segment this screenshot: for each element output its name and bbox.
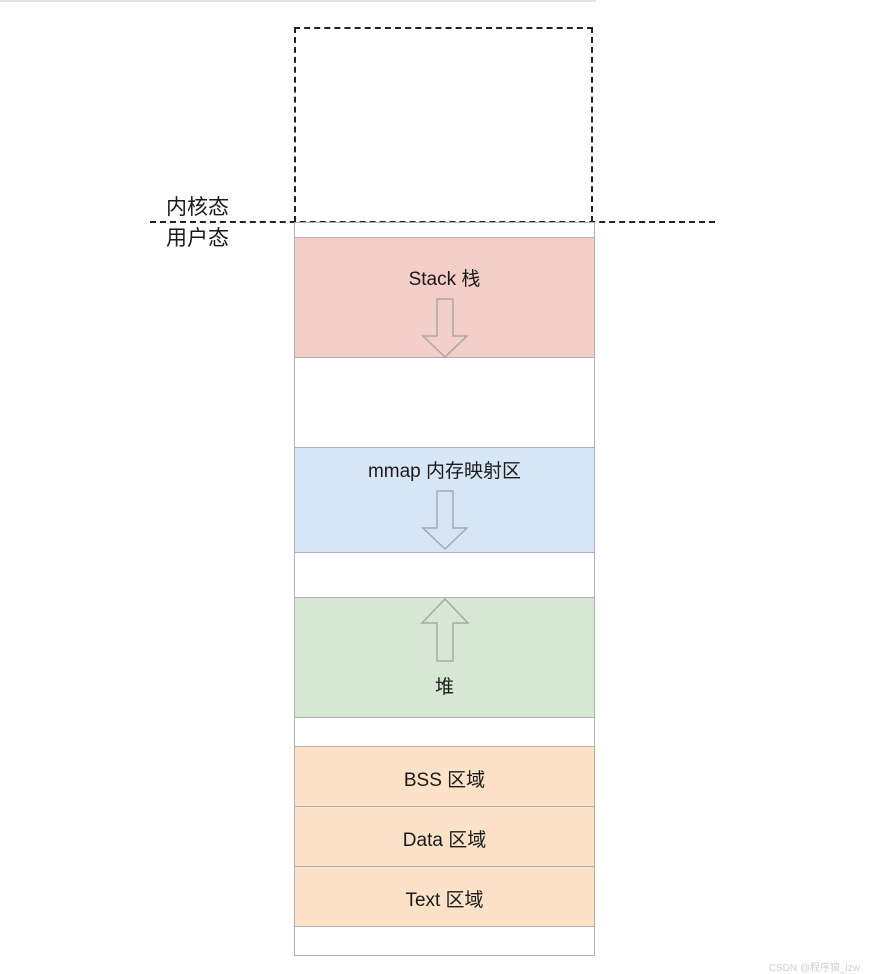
top-border-line: [0, 0, 596, 2]
heap-label: 堆: [434, 677, 454, 698]
data-segment: Data 区域: [295, 806, 594, 867]
bss-segment: BSS 区域: [295, 746, 594, 807]
arrow-down-icon: [420, 490, 469, 550]
data-label: Data 区域: [402, 830, 487, 851]
watermark: CSDN @程序猿_lzw: [768, 963, 860, 974]
heap-segment: 堆: [295, 597, 594, 718]
text-segment: Text 区域: [295, 866, 594, 927]
text-label: Text 区域: [405, 890, 484, 911]
arrow-up-icon: [419, 598, 470, 662]
user-mode-label: 用户态: [166, 227, 229, 250]
user-memory-layout: Stack 栈 mmap 内存映射区 堆 BSS 区域 Data 区域 Text…: [294, 222, 595, 956]
kernel-space-box: [294, 27, 593, 222]
kernel-mode-label: 内核态: [166, 196, 229, 219]
stack-label: Stack 栈: [408, 269, 481, 290]
arrow-down-icon: [420, 298, 469, 358]
stack-segment: Stack 栈: [295, 237, 594, 358]
mmap-segment: mmap 内存映射区: [295, 447, 594, 553]
bss-label: BSS 区域: [403, 770, 486, 791]
mmap-label: mmap 内存映射区: [367, 461, 522, 482]
